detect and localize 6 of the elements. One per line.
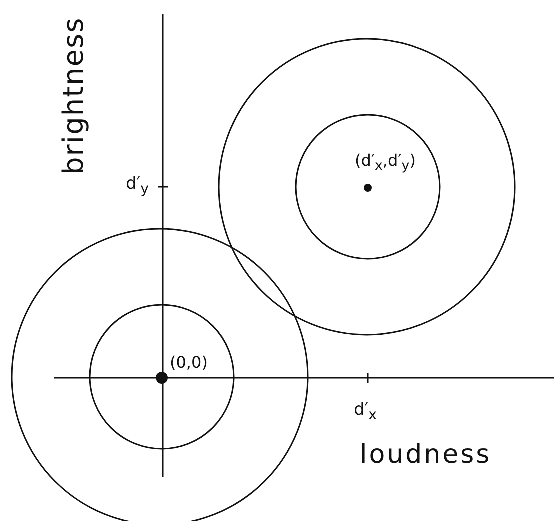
- axis-label: brightness: [60, 17, 88, 175]
- tick-label: d′$_{y}$: [126, 176, 150, 197]
- tick-label: d′$_{x}$: [354, 402, 378, 423]
- point-label: (d′$_{x}$,d′$_{y}$): [355, 153, 416, 174]
- point-label: (0,0): [170, 355, 208, 371]
- axis-label: loudness: [360, 442, 492, 468]
